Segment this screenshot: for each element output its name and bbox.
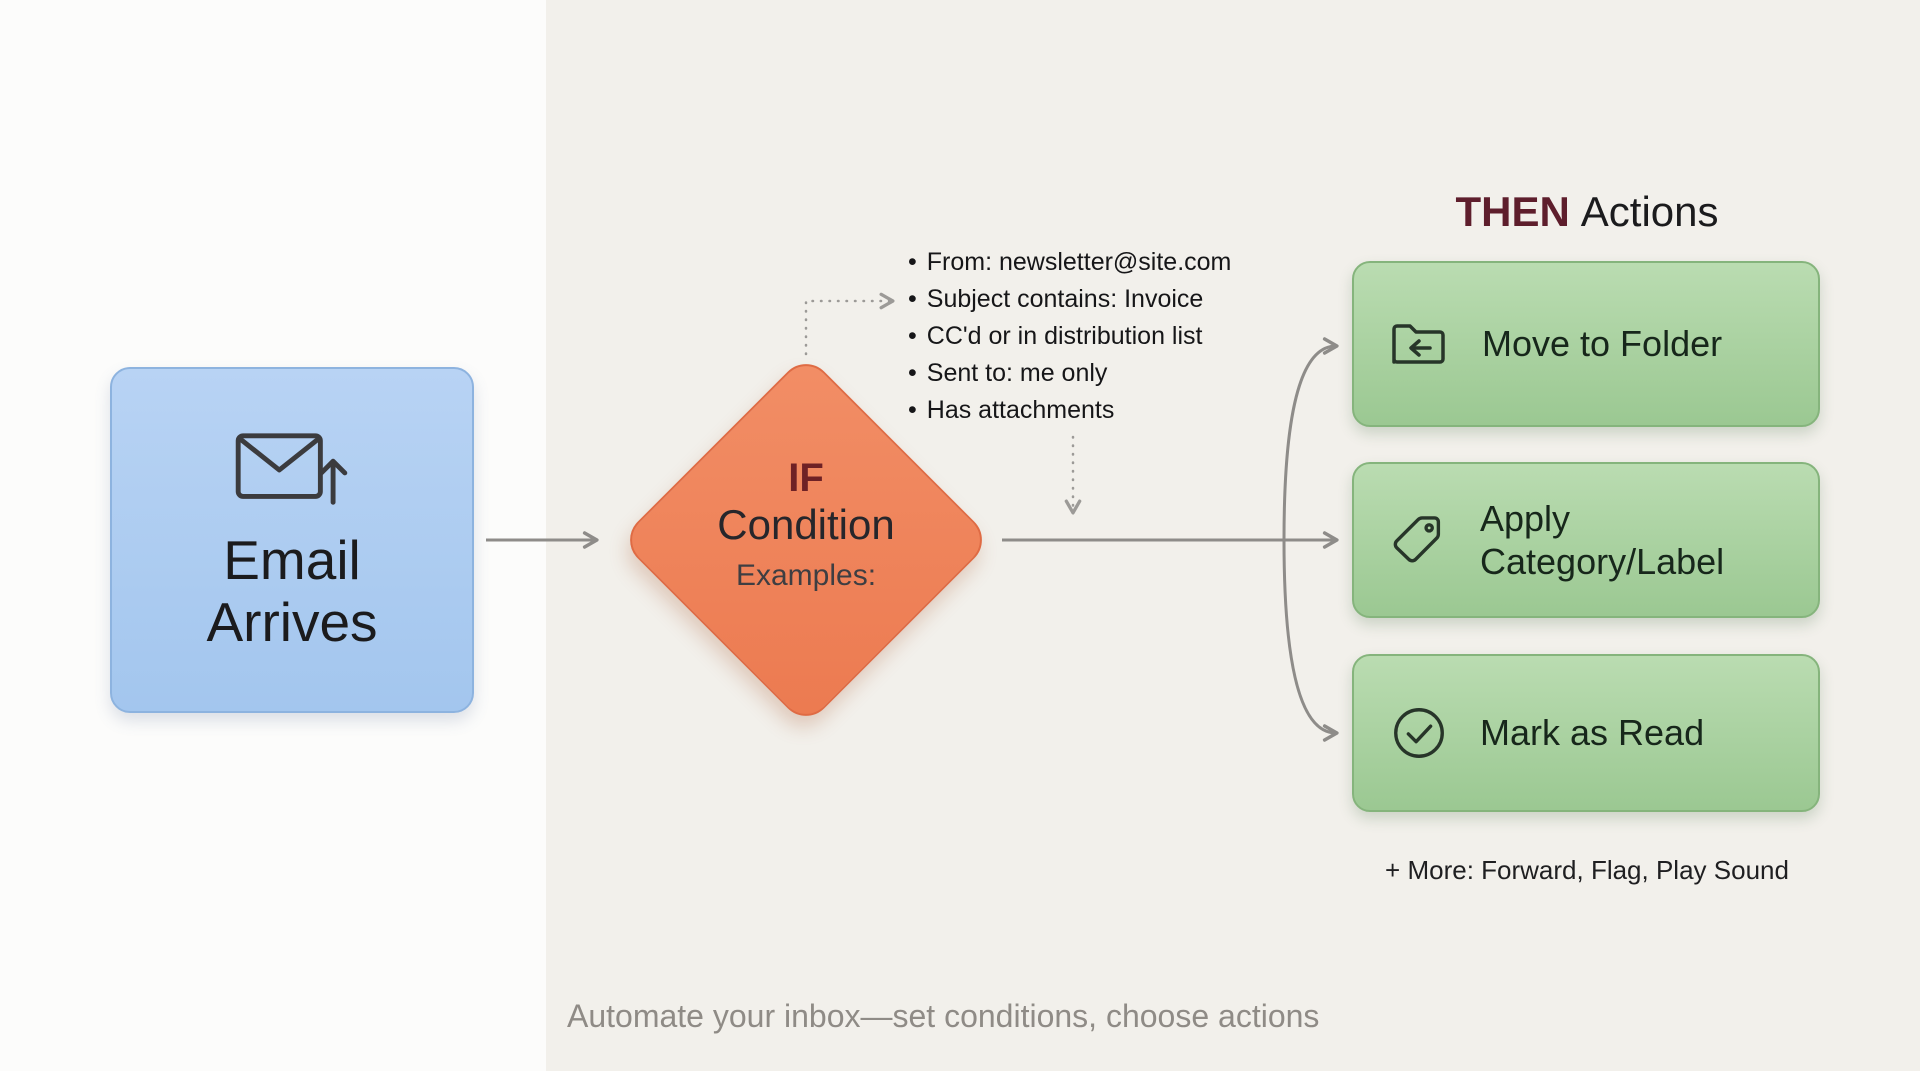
action-node-apply-category-label: Apply Category/Label [1352,462,1820,618]
action-label: Move to Folder [1482,323,1723,365]
diagram-caption: Automate your inbox—set conditions, choo… [567,998,1320,1034]
arrow-branch-to-action-1 [1282,337,1339,541]
example-text: Has attachments [926,396,1115,424]
example-text: From: newsletter@site.com [926,248,1232,276]
email-arrives-node: Email Arrives [110,367,474,713]
condition-examples-list: • From: newsletter@site.com • Subject cont… [908,244,1231,429]
condition-subtitle: Examples: [735,559,877,593]
condition-title: Condition [717,501,895,548]
if-keyword: IF [788,456,824,500]
then-keyword: THEN [1455,188,1570,235]
more-actions-note: + More: Forward, Flag, Play Sound [1385,855,1789,885]
example-item: • From: newsletter@site.com [908,244,1231,281]
bullet-glyph: • [908,322,917,350]
email-arrives-label: Email Arrives [206,530,377,653]
action-label: Apply Category/Label [1480,497,1725,582]
example-item: • Has attachments [908,392,1231,429]
email-arrives-line2: Arrives [206,591,378,653]
bullet-glyph: • [908,396,917,424]
dotted-arrow-condition-to-examples [804,292,895,356]
example-text: CC'd or in distribution list [926,322,1203,350]
action-node-move-to-folder: Move to Folder [1352,261,1820,427]
example-item: • Sent to: me only [908,355,1231,392]
check-circle-icon [1394,708,1444,758]
action-label: Mark as Read [1480,712,1705,754]
action-node-mark-as-read: Mark as Read [1352,654,1820,812]
bullet-glyph: • [908,359,917,387]
example-item: • Subject contains: Invoice [908,281,1231,318]
bullet-glyph: • [908,248,917,276]
email-arrives-line1: Email [223,529,361,592]
bullet-glyph: • [908,285,917,313]
folder-move-icon [1392,324,1445,364]
then-actions-label: Actions [1580,188,1719,235]
example-text: Sent to: me only [926,359,1108,387]
tag-icon [1393,516,1441,563]
if-condition-text: IF Condition Examples: [646,456,966,595]
example-text: Subject contains: Invoice [926,285,1204,313]
arrow-branch-to-action-3 [1282,539,1339,742]
example-item: • CC'd or in distribution list [908,318,1231,355]
email-up-arrow-icon [235,433,348,506]
